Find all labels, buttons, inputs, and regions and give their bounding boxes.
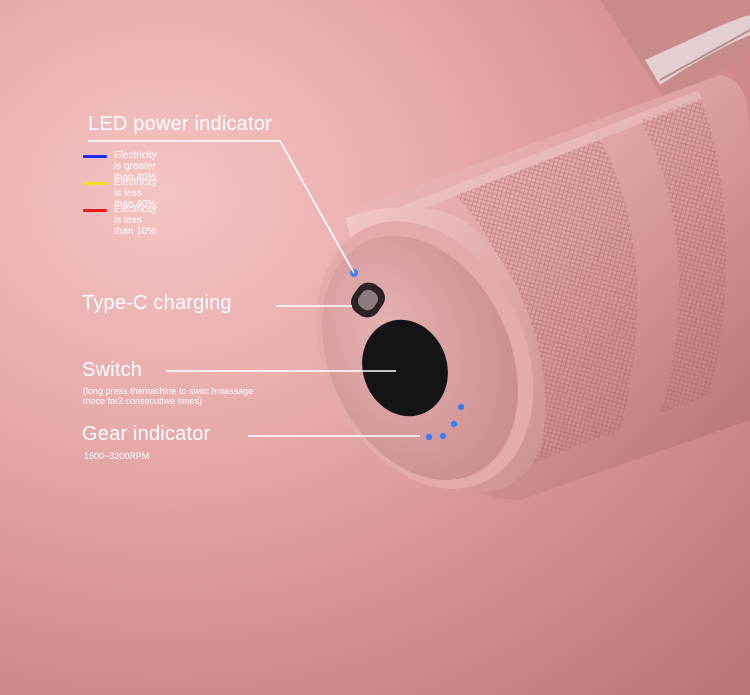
callout-lines [88,140,420,437]
gear-rpm-text: 1600~3200RPM [84,451,150,461]
legend-line-red [83,209,107,212]
gear-dot-1 [457,403,465,411]
legend-text-yellow: Electricity is less than 40% [114,177,157,210]
typec-charging-title: Type-C charging [82,292,232,314]
switch-note-line1: (long press themachine to switc.hmassage [83,386,254,396]
led-power-indicator-title: LED power indicator [88,113,272,135]
legend-text-blue: Electricity is greater than 40% [114,150,157,183]
device-end-cap [316,206,546,493]
switch-title: Switch [82,359,143,381]
gear-dot-4 [425,433,433,441]
device-head [600,0,750,100]
led-callout-line [88,140,355,274]
legend-line-blue [83,155,107,158]
switch-button[interactable] [349,308,461,429]
switch-note-line2: moce for2 consecutiwe times) [83,396,203,406]
legend-line-yellow [83,182,107,185]
gear-indicator-title: Gear indicator [82,423,211,445]
gear-dot-3 [439,432,447,440]
legend-text-red: Electricity is less than 10% [114,204,157,237]
gear-dot-2 [450,420,458,428]
